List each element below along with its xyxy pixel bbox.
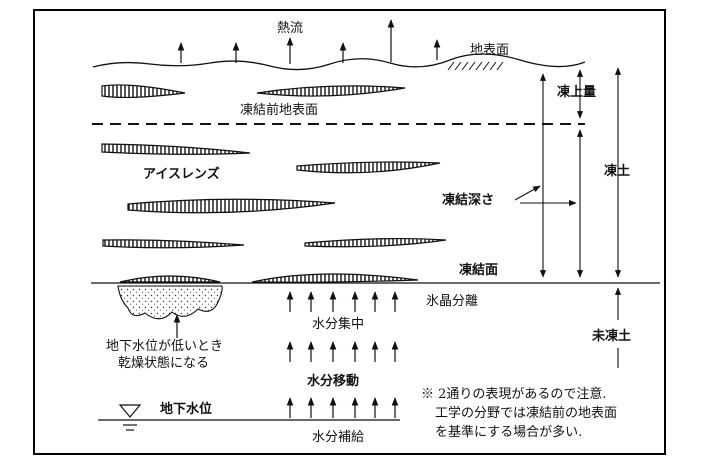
ice-segregation-label: 氷晶分離 — [426, 294, 479, 309]
ground-surface-label: 地表面 — [470, 43, 510, 58]
water-concentration-label: 水分集中 — [312, 317, 365, 332]
groundwater-triangle — [118, 404, 142, 418]
ground-surface-line — [92, 53, 586, 71]
water-supply-label: 水分補給 — [312, 430, 365, 445]
note-line-1: ※ 2通りの表現があるので注意. — [421, 387, 607, 402]
dimension-lines — [514, 67, 622, 368]
heat-flow-arrows — [177, 19, 441, 64]
groundwater-level-label: 地下水位 — [160, 402, 213, 417]
note-line-3: を基準にする場合が多い. — [435, 425, 583, 440]
surface-hatch — [447, 61, 504, 71]
ice-lenses — [101, 84, 447, 283]
frost-heave-label: 凍上量 — [557, 85, 597, 100]
unfrozen-soil-label: 未凍土 — [592, 329, 632, 344]
ice-lens-label: アイスレンズ — [143, 167, 220, 182]
heat-flow-label: 熱流 — [277, 21, 304, 36]
note-line-2: 工学の分野では凍結前の地表面 — [435, 406, 618, 421]
low-water-table-line2: 乾燥状態になる — [118, 356, 210, 371]
dry-zone — [117, 285, 223, 320]
water-movement-arrows — [286, 291, 399, 418]
freezing-front-label: 凍結面 — [459, 263, 499, 278]
pre-freeze-surface-label: 凍結前地表面 — [240, 103, 319, 118]
low-water-table-line1: 地下水位が低いとき — [106, 339, 224, 354]
note: ※ 2通りの表現があるので注意. 工学の分野では凍結前の地表面 を基準にする場合… — [421, 385, 617, 442]
diagram-frame — [33, 9, 666, 455]
water-migration-label: 水分移動 — [307, 374, 360, 389]
frozen-soil-label: 凍土 — [604, 164, 631, 179]
frost-depth-label: 凍結深さ — [442, 193, 495, 208]
